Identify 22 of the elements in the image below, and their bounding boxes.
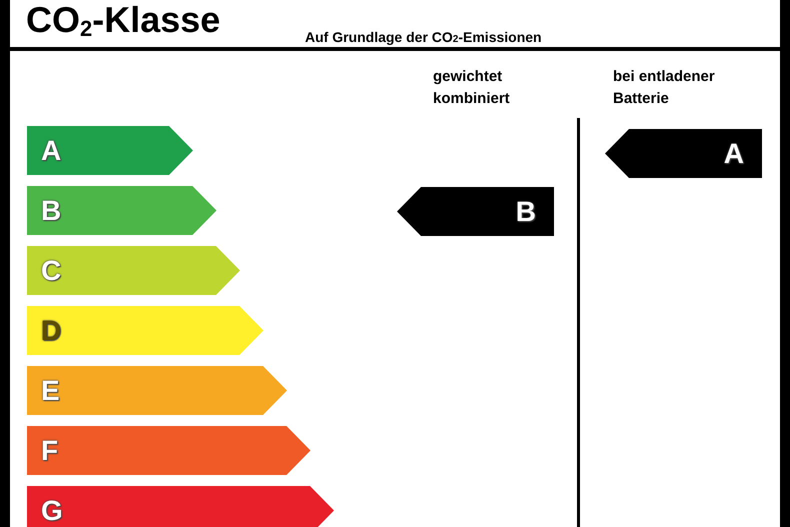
- class-scale-arrow: [27, 306, 264, 355]
- class-scale-arrow: [27, 486, 334, 527]
- class-letter: F: [41, 436, 58, 464]
- class-scale-arrow: [27, 426, 310, 475]
- class-letter: A: [724, 140, 744, 168]
- class-scale-arrow: [27, 246, 240, 295]
- class-letter: A: [41, 136, 62, 164]
- class-letter: C: [41, 256, 62, 284]
- class-letter: D: [41, 316, 62, 344]
- column-header: gewichtet kombiniert: [433, 67, 511, 109]
- column-header: bei entladener Batterie: [613, 67, 716, 109]
- class-pointer-arrow: [397, 187, 554, 236]
- class-scale-arrow: [27, 366, 287, 415]
- class-letter: B: [516, 198, 536, 226]
- class-letter: B: [41, 196, 62, 224]
- class-scale-arrow: [27, 186, 216, 235]
- class-letter: E: [41, 376, 60, 404]
- title: CO$_{2}$-Klasse: [26, 0, 220, 43]
- class-scale-arrow: [27, 126, 193, 175]
- class-pointer-arrow: [605, 129, 762, 178]
- class-letter: G: [41, 496, 63, 524]
- subtitle: Auf Grundlage der CO$_{2}$-Emissionen: [305, 29, 542, 45]
